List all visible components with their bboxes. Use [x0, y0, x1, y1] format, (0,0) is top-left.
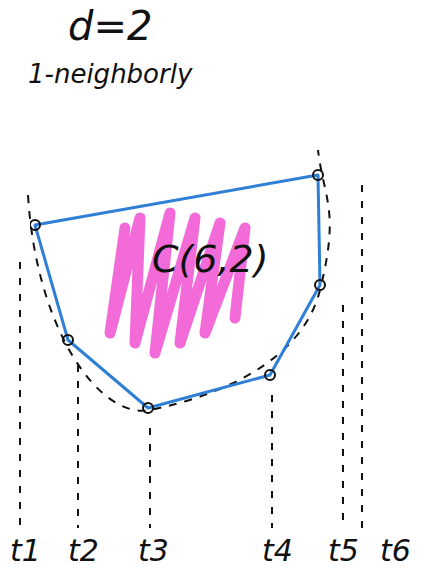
pink-hatching: [110, 213, 245, 353]
parameter-lines: [20, 185, 362, 528]
moment-curve: [28, 150, 330, 411]
polygon-outline: [35, 175, 320, 408]
parameter-label: t3: [138, 534, 169, 567]
curve-point: [63, 335, 73, 345]
curve-point: [313, 170, 323, 180]
dimension-label: d=2: [68, 4, 152, 48]
parameter-label: t4: [262, 534, 293, 567]
parameter-label: t1: [10, 534, 41, 567]
polytope-shape: [30, 168, 330, 418]
parameter-label: t5: [328, 534, 359, 567]
curve-point: [265, 370, 275, 380]
polytope-label: C(6,2): [152, 239, 269, 281]
curve-point: [315, 280, 325, 290]
polytope-region: C(6,2): [30, 168, 330, 418]
curve-point: [30, 220, 40, 230]
neighborly-note: 1-neighborly: [28, 60, 192, 89]
parameter-label: t2: [68, 534, 99, 567]
parameter-label: t6: [380, 534, 411, 567]
curve-point: [143, 403, 153, 413]
